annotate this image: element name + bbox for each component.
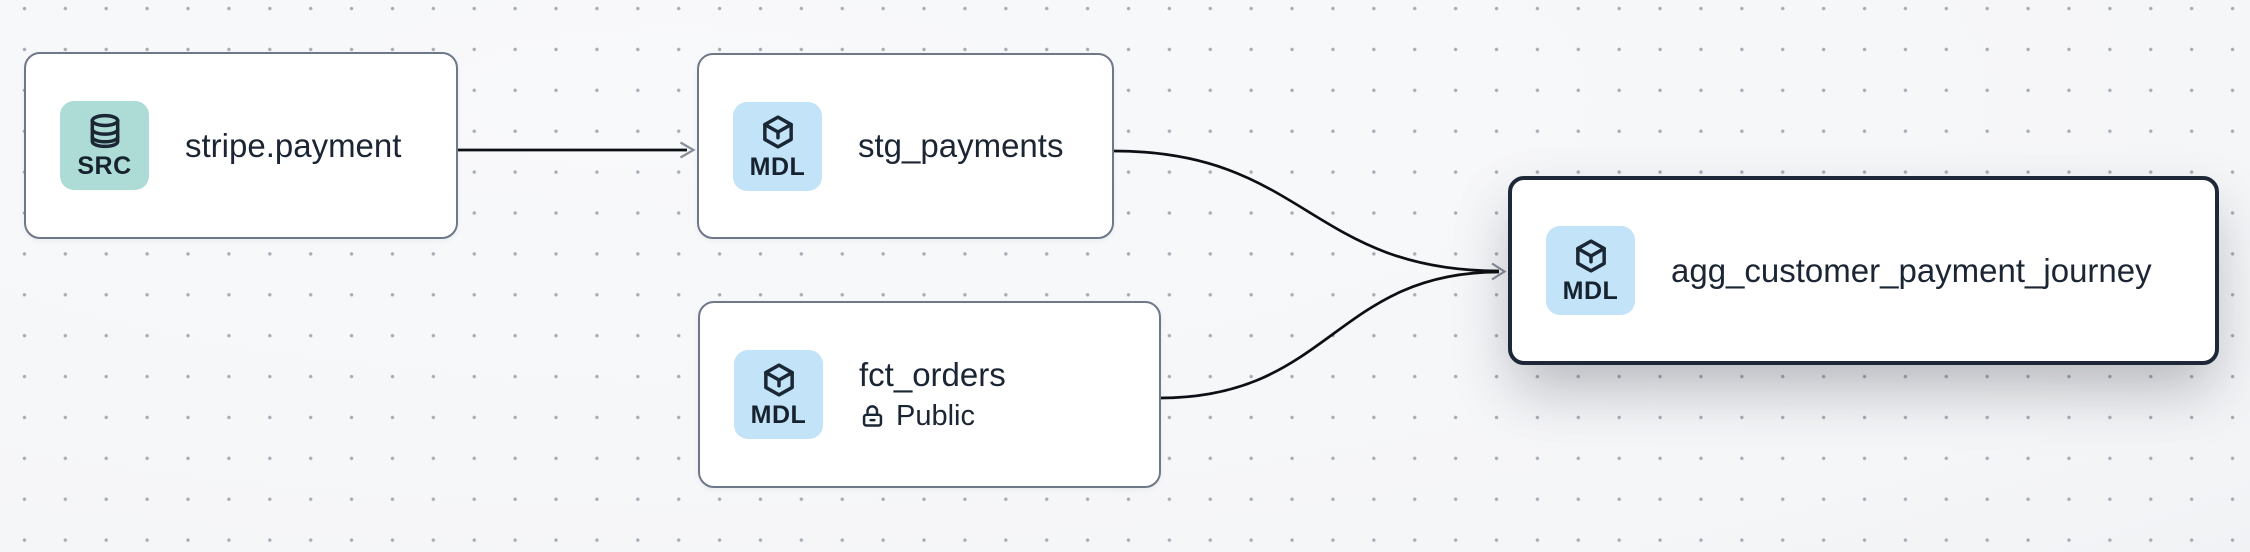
visibility-label: Public bbox=[896, 399, 975, 432]
node-label: stg_payments bbox=[858, 127, 1064, 165]
edge-stg-to-agg[interactable] bbox=[1113, 149, 1500, 273]
model-badge: MDL bbox=[1546, 226, 1635, 315]
node-agg-customer-payment-journey[interactable]: MDL agg_customer_payment_journey bbox=[1508, 176, 2219, 365]
cube-icon bbox=[763, 363, 794, 397]
cube-icon bbox=[1575, 239, 1606, 273]
badge-label: MDL bbox=[749, 152, 806, 181]
node-stg-payments[interactable]: MDL stg_payments bbox=[697, 53, 1114, 239]
arrowhead-icon bbox=[1491, 262, 1507, 281]
edge-fct-to-agg[interactable] bbox=[1159, 270, 1500, 400]
arrowhead-icon bbox=[679, 141, 696, 159]
node-label: stripe.payment bbox=[185, 126, 402, 164]
node-fct-orders[interactable]: MDL fct_orders Public bbox=[698, 301, 1161, 488]
model-badge: MDL bbox=[734, 350, 823, 439]
node-label: fct_orders bbox=[859, 356, 1006, 394]
unlock-icon bbox=[862, 405, 883, 427]
source-badge: SRC bbox=[60, 101, 149, 190]
visibility-row: Public bbox=[859, 400, 1006, 433]
node-label: agg_customer_payment_journey bbox=[1671, 251, 2152, 289]
badge-label: MDL bbox=[750, 401, 807, 429]
node-stripe-payment[interactable]: SRC stripe.payment bbox=[24, 52, 458, 239]
badge-label: MDL bbox=[1562, 277, 1619, 305]
model-badge: MDL bbox=[733, 101, 822, 191]
badge-label: SRC bbox=[77, 152, 132, 180]
database-icon bbox=[90, 113, 119, 149]
cube-icon bbox=[762, 114, 793, 149]
